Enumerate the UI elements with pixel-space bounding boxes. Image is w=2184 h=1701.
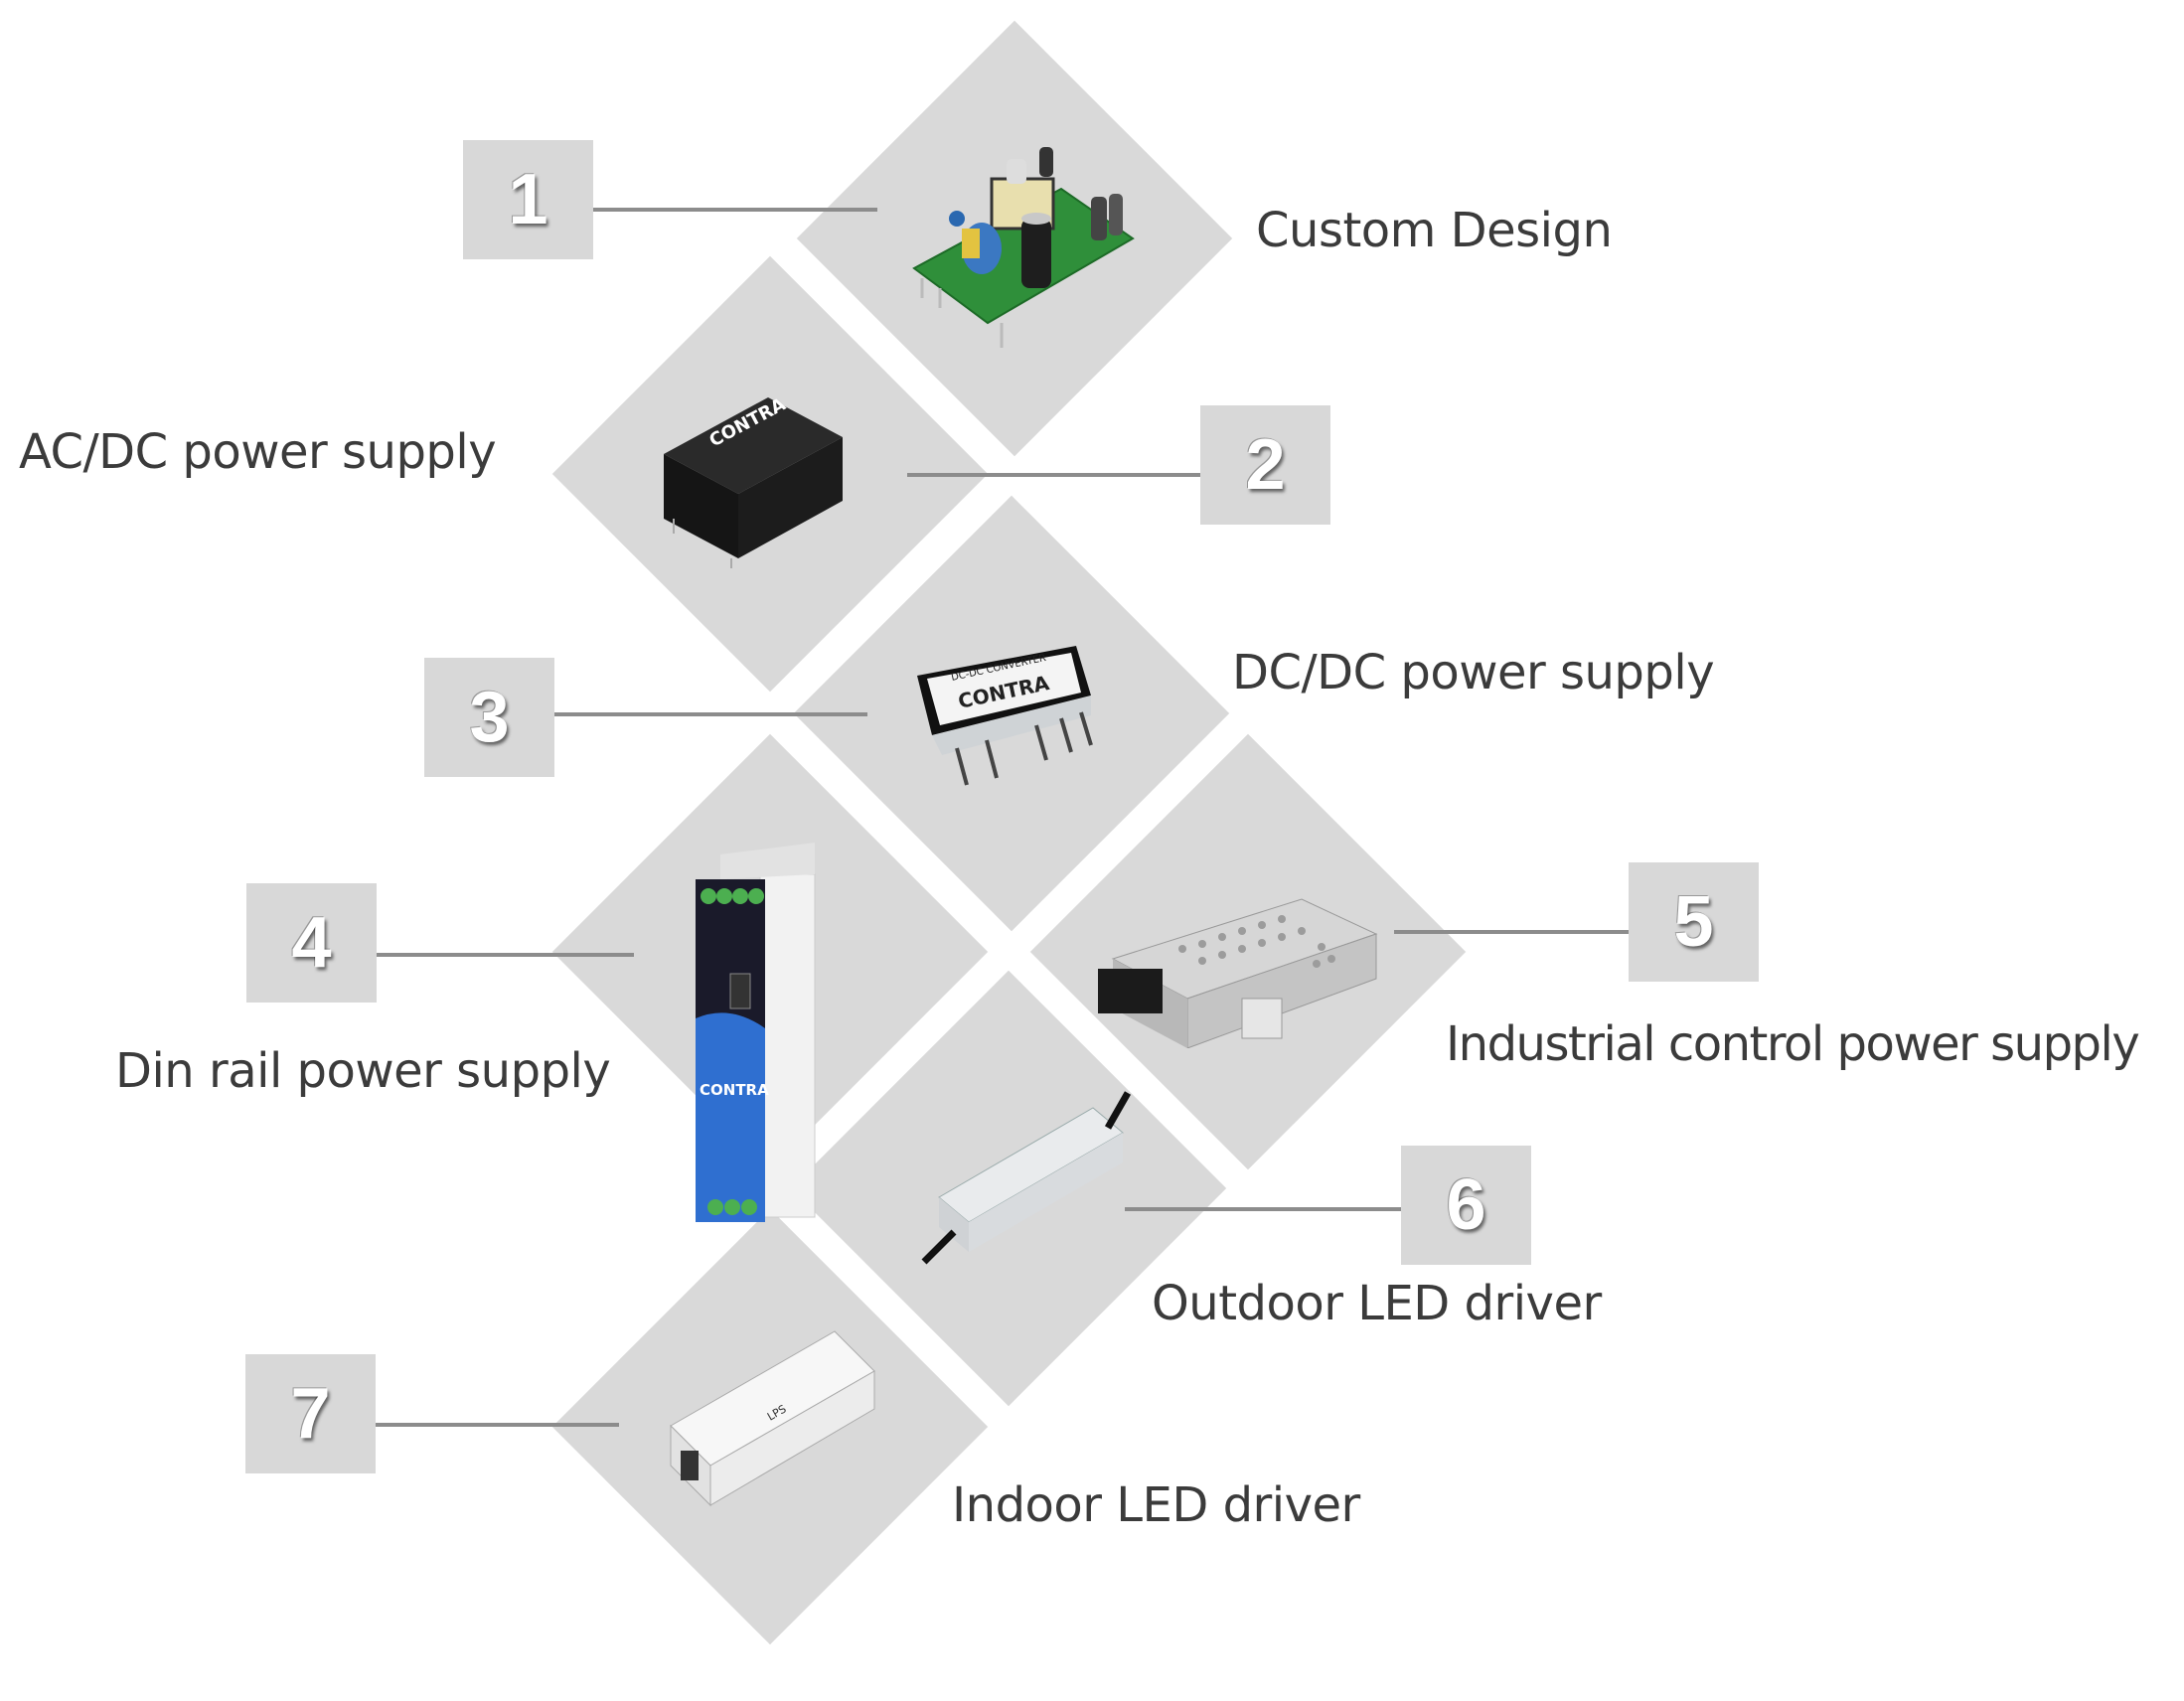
- connector-line-7: [376, 1423, 619, 1427]
- number-badge-7: 7: [245, 1354, 376, 1473]
- connector-line-6: [1125, 1207, 1401, 1211]
- connector-line-3: [554, 712, 867, 716]
- connector-line-2: [907, 473, 1200, 477]
- connector-line-1: [593, 208, 877, 212]
- label-acdc-power-supply: AC/DC power supply: [19, 424, 497, 480]
- number-badge-4: 4: [246, 883, 377, 1003]
- product-image-acdc-module: CONTRA: [664, 394, 843, 568]
- number-badge-2: 2: [1200, 405, 1330, 525]
- label-dcdc-power-supply: DC/DC power supply: [1232, 645, 1715, 700]
- number-text: 3: [469, 678, 510, 757]
- number-text: 1: [508, 160, 548, 239]
- number-badge-1: 1: [463, 140, 593, 259]
- number-badge-6: 6: [1401, 1146, 1531, 1265]
- product-image-outdoor-led-driver: [921, 1091, 1132, 1265]
- number-badge-3: 3: [424, 658, 554, 777]
- product-image-custom-pcb: [912, 147, 1135, 348]
- label-indoor-led-driver: Indoor LED driver: [952, 1477, 1360, 1533]
- product-image-indoor-led-driver: LPS: [670, 1330, 875, 1507]
- connector-line-5: [1394, 930, 1629, 934]
- product-brand-text: CONTRA: [700, 1081, 769, 1099]
- connector-line-4: [376, 953, 634, 957]
- label-outdoor-led-driver: Outdoor LED driver: [1152, 1276, 1602, 1331]
- number-text: 7: [290, 1374, 331, 1454]
- number-text: 4: [291, 903, 332, 983]
- product-image-din-rail: CONTRA: [696, 843, 816, 1222]
- number-text: 6: [1446, 1165, 1486, 1245]
- label-din-rail-power-supply: Din rail power supply: [115, 1043, 611, 1099]
- label-industrial-control-power-supply: Industrial control power supply: [1446, 1016, 2140, 1072]
- label-custom-design: Custom Design: [1256, 203, 1613, 258]
- number-text: 5: [1673, 882, 1714, 962]
- number-text: 2: [1245, 425, 1286, 505]
- number-badge-5: 5: [1629, 862, 1759, 982]
- product-image-industrial-psu: [1098, 898, 1378, 1048]
- product-image-dcdc-converter: DC-DC CONVERTER CONTRA: [917, 646, 1093, 786]
